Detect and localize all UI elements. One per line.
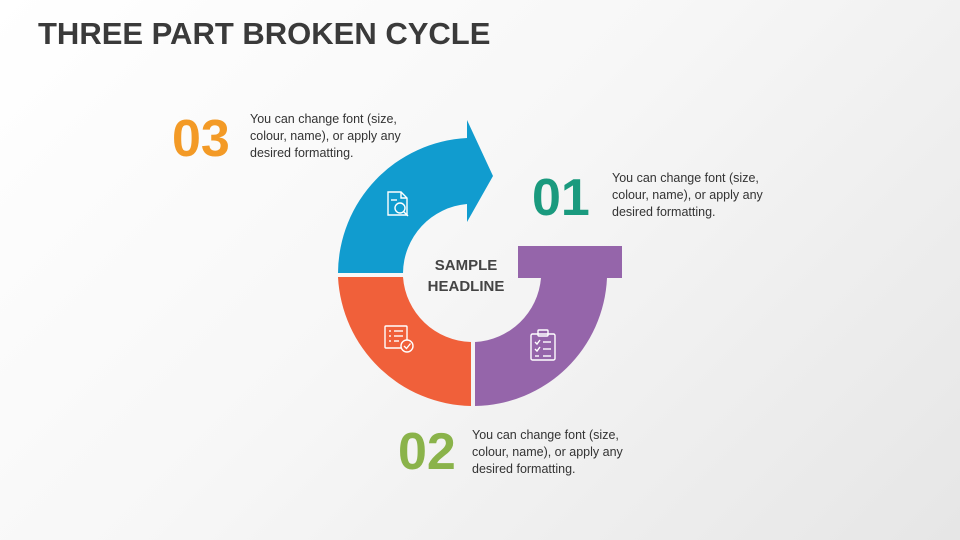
segment-03-blue — [338, 120, 493, 273]
page-title: THREE PART BROKEN CYCLE — [38, 16, 491, 51]
clipboard-checklist-icon — [530, 329, 556, 361]
step-03-number: 03 — [172, 110, 230, 168]
checklist-approve-icon — [384, 325, 414, 353]
center-headline-line2: HEADLINE — [427, 278, 505, 295]
step-02-number: 02 — [398, 423, 456, 481]
document-search-icon — [387, 191, 409, 217]
segment-01-purple — [475, 246, 622, 406]
center-headline-line1: SAMPLE — [434, 257, 498, 274]
center-headline: SAMPLE HEADLINE — [406, 255, 526, 297]
step-01-text: You can change font (size, colour, name)… — [612, 171, 763, 219]
step-03-text: You can change font (size, colour, name)… — [250, 112, 401, 160]
step-01-number: 01 — [532, 169, 590, 227]
step-02-text: You can change font (size, colour, name)… — [472, 428, 623, 476]
